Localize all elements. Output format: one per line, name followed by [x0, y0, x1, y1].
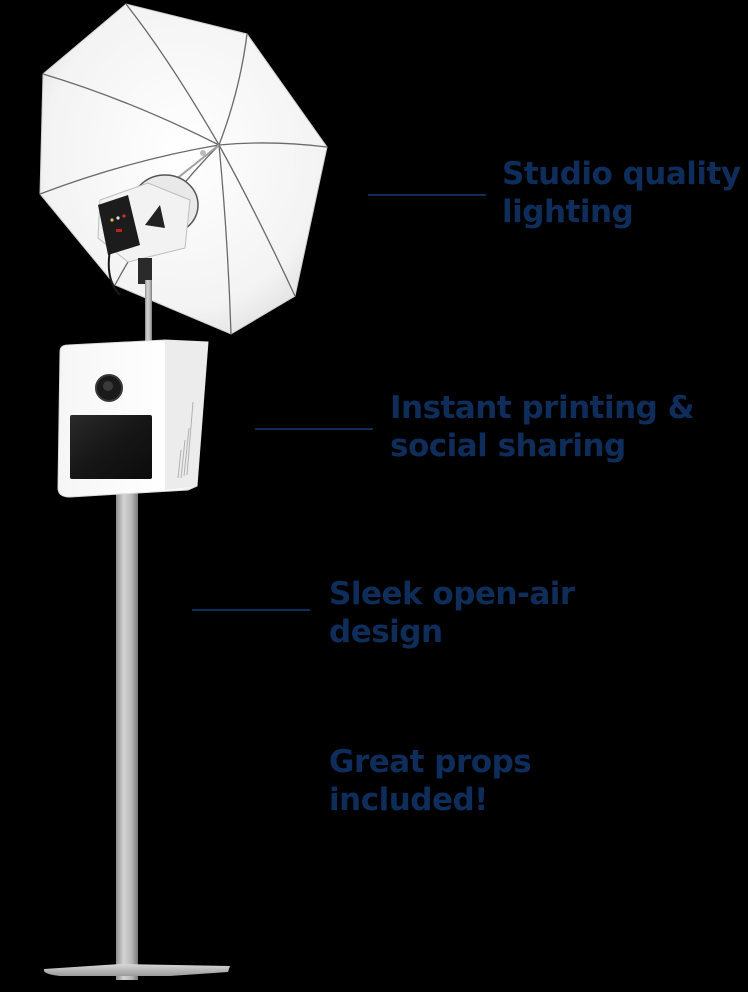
pole — [116, 280, 152, 980]
strobe-light-icon — [97, 174, 199, 296]
feature-text-line: Studio quality — [502, 156, 741, 192]
camera-housing — [57, 339, 209, 498]
connector-line — [255, 428, 373, 430]
feature-text-line: lighting — [502, 194, 634, 230]
connector-line — [368, 194, 486, 196]
umbrella-icon — [39, 3, 328, 335]
feature-text-line: Instant printing & — [390, 390, 695, 426]
feature-text-line: Sleek open-air — [329, 576, 575, 612]
connector-line — [192, 609, 310, 611]
base-plate — [43, 964, 230, 976]
feature-text-line: included! — [329, 782, 488, 818]
feature-text-line: social sharing — [390, 428, 626, 464]
feature-text-line: Great props — [329, 744, 532, 780]
feature-text-line: design — [329, 614, 443, 650]
touch-screen — [70, 415, 152, 479]
